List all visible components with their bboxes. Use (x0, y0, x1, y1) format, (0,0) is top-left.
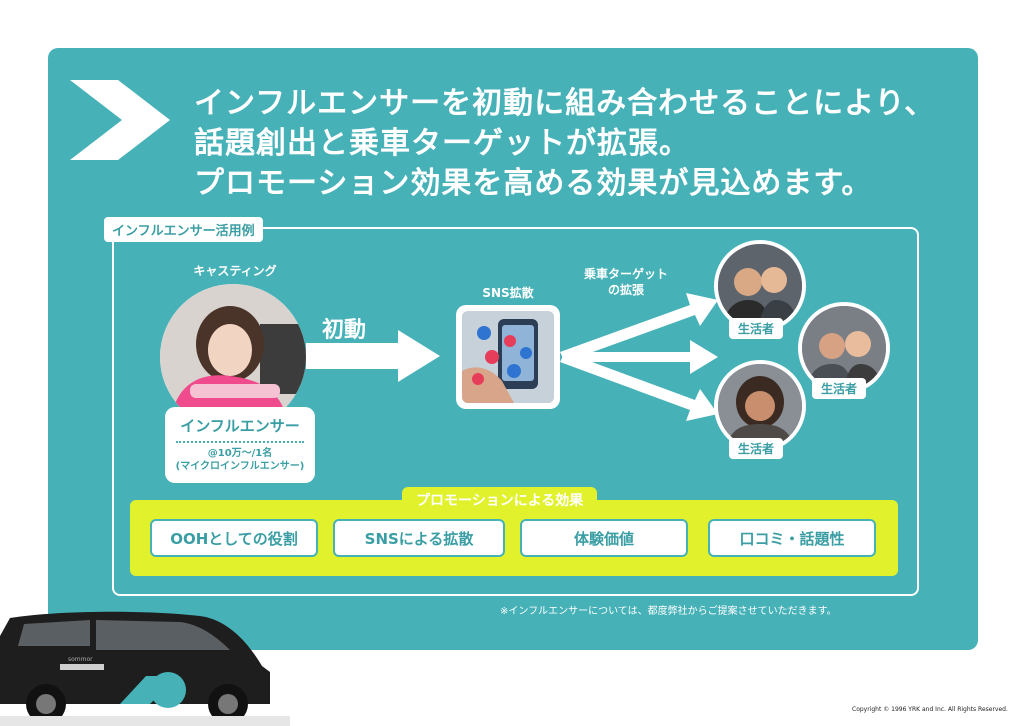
heart-icon (485, 350, 499, 364)
arrow-down-right-icon (560, 352, 718, 421)
effect-experience: 体験価値 (520, 519, 688, 557)
target-label-line-1: 乗車ターゲット (583, 267, 668, 281)
example-frame (112, 227, 919, 596)
target-label-line-2: の拡張 (607, 283, 644, 297)
casting-label: キャスティング (193, 264, 277, 278)
consumer-photo-1 (714, 240, 806, 332)
consumer-photo-3 (714, 360, 806, 452)
heart-icon (472, 373, 484, 385)
sns-label: SNS拡散 (482, 286, 534, 300)
consumer-tag-1: 生活者 (729, 318, 784, 339)
arrow-right-icon (562, 340, 718, 374)
headline-line-2: 話題創出と乗車ターゲットが拡張。 (194, 126, 690, 161)
chevron-right-icon (70, 80, 170, 160)
dotted-divider (176, 441, 304, 443)
consumer-tag-2: 生活者 (812, 378, 867, 399)
influencer-photo (160, 284, 306, 430)
effect-word-of-mouth: 口コミ・話題性 (708, 519, 876, 557)
influencer-card: インフルエンサー @10万～/1名 (マイクロインフルエンサー) (165, 407, 315, 483)
example-section-tag: インフルエンサー活用例 (104, 217, 263, 242)
initial-label: 初動 (322, 318, 367, 343)
taxi-van-image: sommor (0, 611, 290, 726)
effect-ooh: OOHとしての役割 (150, 519, 318, 557)
arrow-right-icon (306, 330, 440, 382)
effects-title: プロモーションによる効果 (402, 487, 598, 513)
effect-sns: SNSによる拡散 (333, 519, 505, 557)
influencer-name: インフルエンサー (180, 417, 300, 435)
thumbs-up-icon (520, 347, 532, 359)
target-label: 乗車ターゲット の拡張 (566, 266, 686, 298)
thumbs-up-icon (477, 326, 491, 340)
arrow-up-right-icon (560, 293, 718, 362)
thumbs-up-icon (507, 364, 521, 378)
headline-line-1: インフルエンサーを初動に組み合わせることにより、 (194, 86, 936, 121)
sns-image (456, 305, 560, 409)
headline-line-3: プロモーション効果を高める効果が見込めます。 (194, 166, 873, 201)
consumer-tag-3: 生活者 (729, 438, 784, 459)
influencer-followers: @10万～/1名 (207, 448, 273, 459)
heart-icon (504, 335, 516, 347)
footnote: ※インフルエンサーについては、都度弊社からご提案させていただきます。 (500, 606, 837, 617)
influencer-type: (マイクロインフルエンサー) (175, 461, 305, 472)
headline: インフルエンサーを初動に組み合わせることにより、 話題創出と乗車ターゲットが拡張… (194, 84, 935, 204)
copyright: Copyright © 1996 YRK and Inc. All Rights… (852, 706, 1008, 713)
van-brand: sommor (68, 656, 93, 663)
